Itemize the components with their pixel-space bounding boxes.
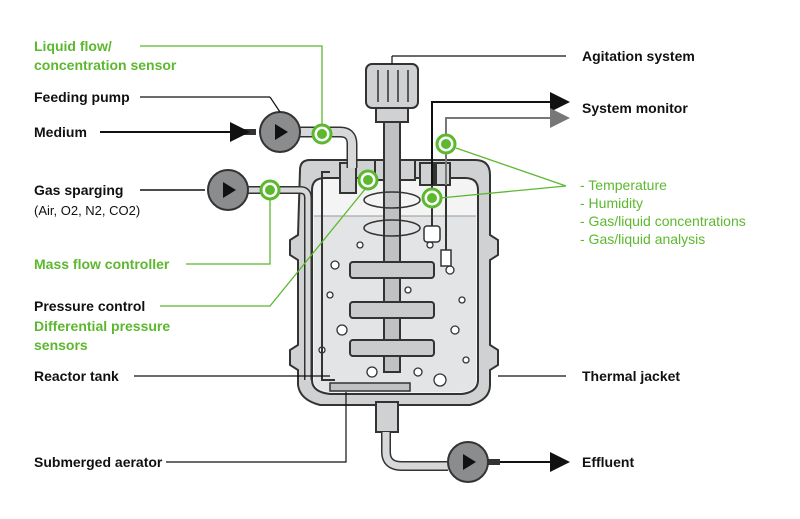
diff-pressure-label-1: Differential pressure [34, 318, 171, 334]
probe-port-2 [435, 162, 451, 186]
submerged-aerator-label: Submerged aerator [34, 454, 163, 470]
effluent-label: Effluent [582, 454, 635, 470]
play-triangle-icon [275, 124, 288, 140]
play-triangle-icon [223, 182, 236, 198]
probe-tip [440, 249, 452, 267]
play-triangle-icon [463, 454, 476, 470]
probe-sensor [423, 225, 441, 243]
pressure-control-label: Pressure control [34, 298, 146, 314]
impeller-3 [349, 339, 435, 357]
liquid-flow-label-2: concentration sensor [34, 57, 177, 73]
sensor-list-item: - Gas/liquid analysis [580, 231, 706, 247]
gas-sparging-label: Gas sparging [34, 182, 124, 198]
feeding-pump-label: Feeding pump [34, 89, 130, 105]
system-monitor-label: System monitor [582, 100, 688, 116]
medium-label: Medium [34, 124, 87, 140]
reactor-tank-label: Reactor tank [34, 368, 119, 384]
impeller-1 [349, 261, 435, 279]
impeller-2 [349, 301, 435, 319]
diff-pressure-label-2: sensors [34, 337, 88, 353]
submerged-aerator [329, 382, 411, 392]
mass-flow-label: Mass flow controller [34, 256, 170, 272]
sensor-list-item: - Gas/liquid concentrations [580, 213, 746, 229]
agitation-label: Agitation system [582, 48, 695, 64]
agitation-motor [365, 63, 419, 109]
sensor-list-item: - Humidity [580, 195, 644, 211]
gas-list-label: (Air, O2, N2, CO2) [34, 203, 141, 218]
sensor-dot-icon [259, 123, 457, 209]
bottom-outlet [375, 401, 399, 433]
thermal-jacket-label: Thermal jacket [582, 368, 681, 384]
sensor-list-item: - Temperature [580, 177, 667, 193]
probe-port-1 [419, 162, 435, 186]
liquid-flow-label-1: Liquid flow/ [34, 38, 112, 54]
agitator-shaft [383, 121, 401, 373]
